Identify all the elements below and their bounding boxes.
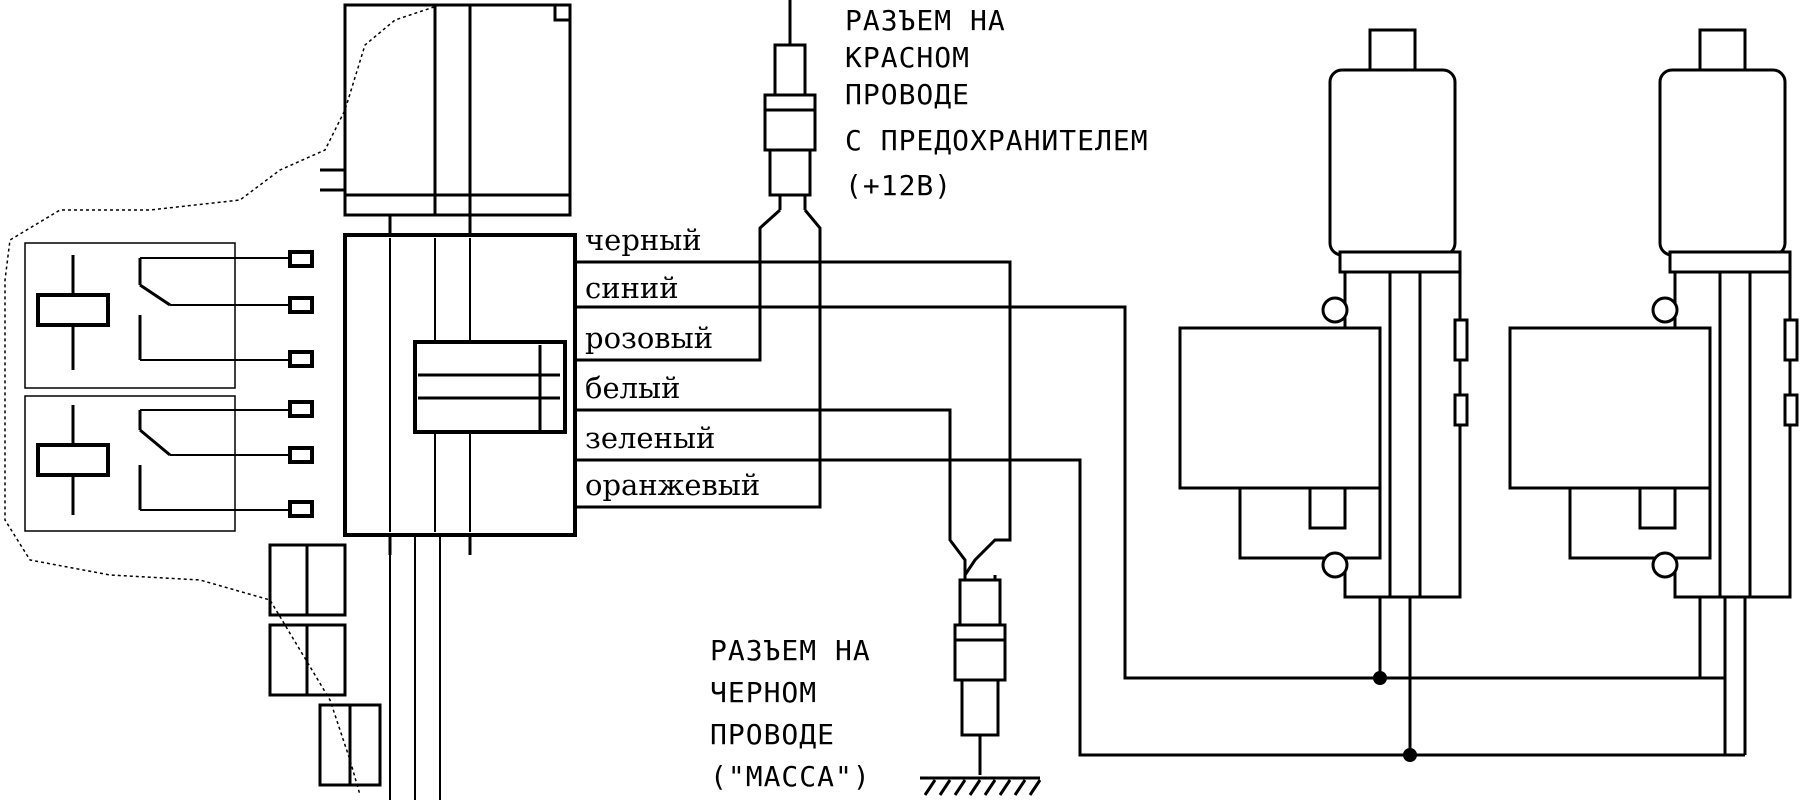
red-caption-line-2: КРАСНОМ: [845, 41, 970, 74]
red-wire-connector: [763, 43, 817, 197]
lower-fuse-blocks: [268, 535, 441, 800]
wire-pink: [575, 208, 782, 362]
terminal-pins: [288, 250, 314, 518]
red-caption-line-4: С ПРЕДОХРАНИТЕЛЕМ: [845, 124, 1149, 157]
wire-label-pink: розовый: [585, 321, 713, 355]
wire-white: [575, 408, 967, 575]
red-caption-line-1: РАЗЪЕМ НА: [845, 4, 1006, 37]
wire-blue: [575, 305, 1725, 680]
control-unit: [343, 215, 577, 555]
black-caption-line-4: ("МАССА"): [710, 760, 871, 793]
wire-orange: [575, 209, 822, 509]
red-caption-line-5: (+12В): [845, 169, 952, 202]
wire-black: [575, 260, 1012, 576]
relay-module-lower: [24, 395, 295, 532]
door-lock-actuator-1: [1178, 28, 1469, 599]
wire-junction-dots: [1373, 671, 1417, 762]
black-wire-connector: [953, 578, 1007, 775]
black-connector-caption: РАЗЪЕМ НА ЧЕРНОМ ПРОВОДЕ ("МАССА"): [710, 634, 871, 793]
black-caption-line-1: РАЗЪЕМ НА: [710, 634, 871, 667]
wire-label-orange: оранжевый: [585, 468, 760, 502]
wire-label-white: белый: [585, 371, 680, 405]
ground-symbol: [920, 776, 1042, 796]
wire-label-blue: синий: [585, 271, 679, 305]
wire-label-green: зеленый: [585, 421, 715, 455]
wire-label-black: черный: [585, 223, 702, 257]
black-caption-line-3: ПРОВОДЕ: [710, 718, 835, 751]
door-lock-actuator-2: [1508, 28, 1799, 599]
top-relay-block: [320, 3, 572, 217]
black-caption-line-2: ЧЕРНОМ: [710, 676, 817, 709]
relay-module-upper: [24, 242, 295, 389]
fuse-box-outline: [4, 4, 441, 796]
red-caption-line-3: ПРОВОДЕ: [845, 78, 970, 111]
red-connector-caption: РАЗЪЕМ НА КРАСНОМ ПРОВОДЕ С ПРЕДОХРАНИТЕ…: [845, 4, 1149, 202]
